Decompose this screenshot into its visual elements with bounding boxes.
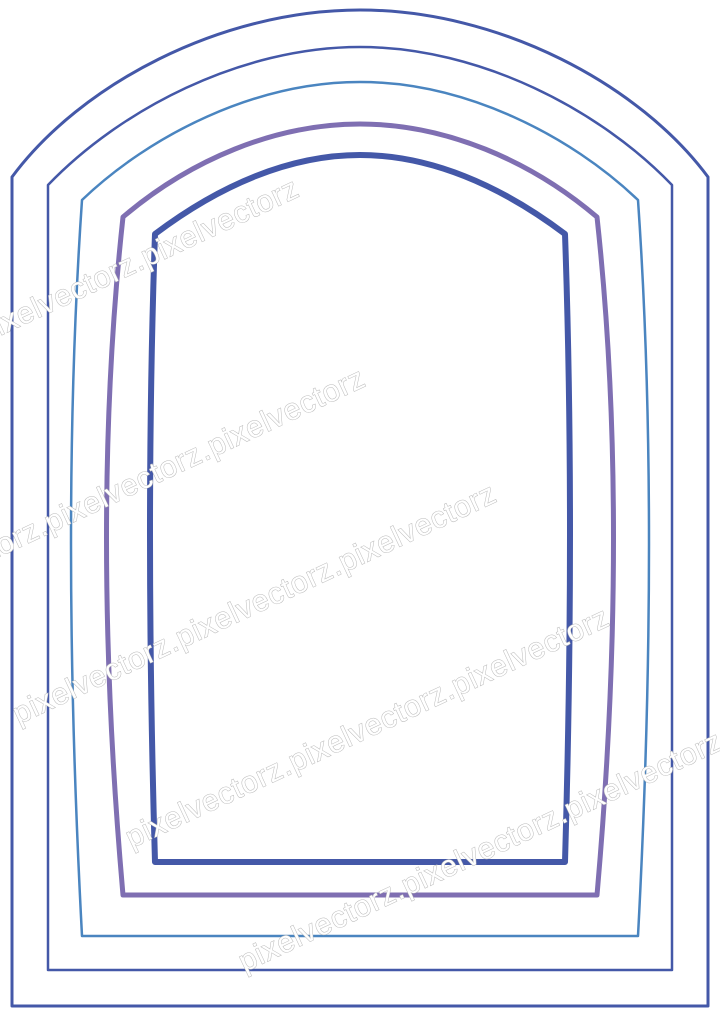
outer-frame bbox=[10, 8, 710, 1008]
inner-frame bbox=[147, 152, 573, 865]
fourth-frame bbox=[104, 121, 616, 898]
second-frame bbox=[46, 45, 674, 972]
third-frame bbox=[69, 80, 651, 938]
